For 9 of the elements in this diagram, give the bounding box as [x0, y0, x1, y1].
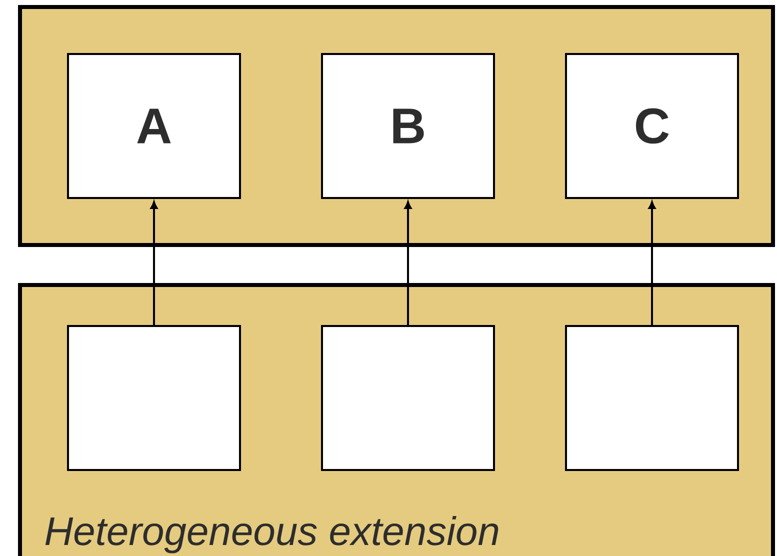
arrow [404, 201, 412, 325]
box: C [565, 53, 739, 199]
arrow [150, 201, 158, 325]
box: A [67, 53, 241, 199]
box [67, 325, 241, 471]
box [321, 325, 495, 471]
arrow [648, 201, 656, 325]
box [565, 325, 739, 471]
box: B [321, 53, 495, 199]
